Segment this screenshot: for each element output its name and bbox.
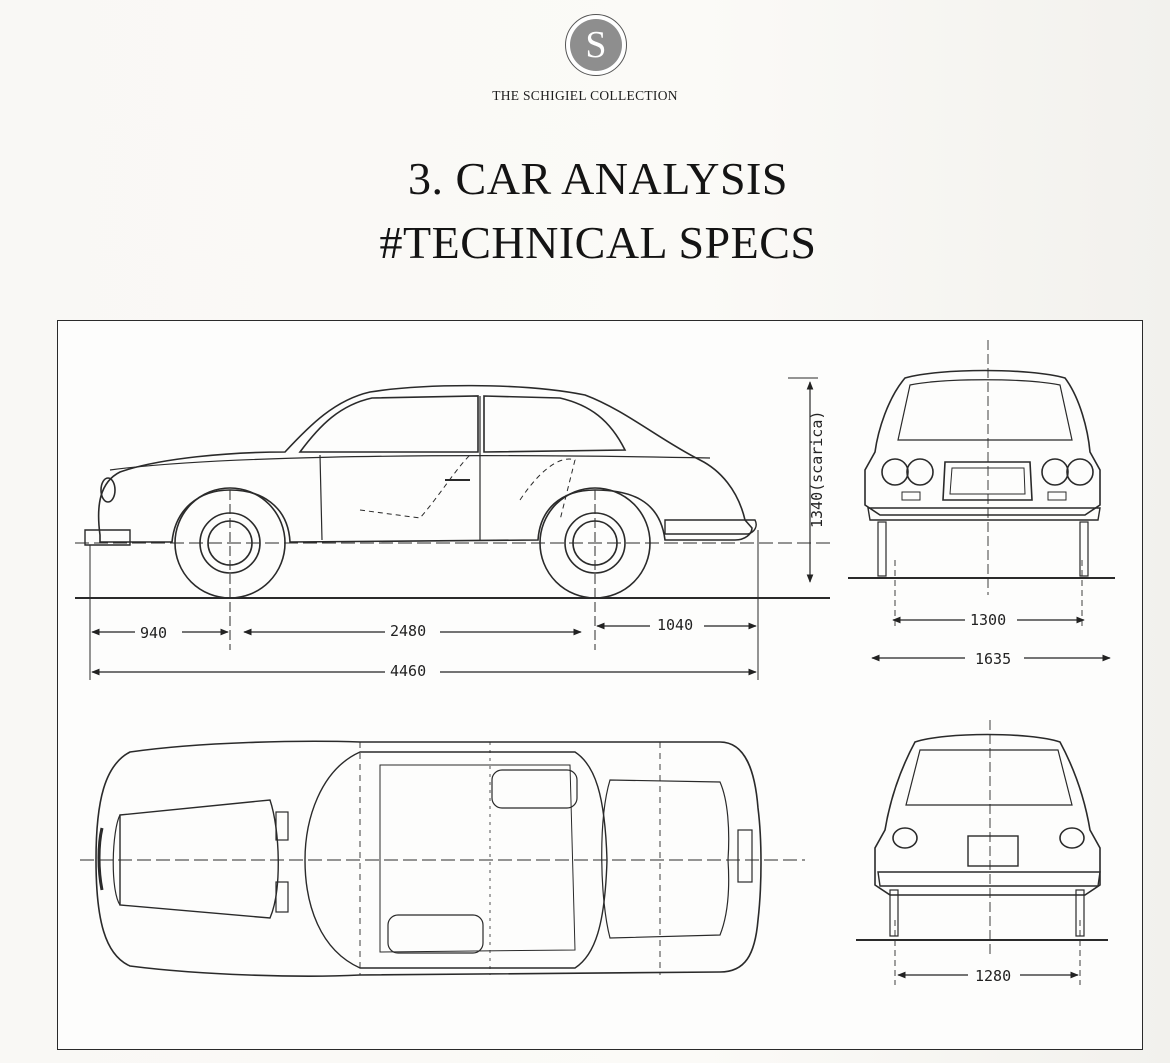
front-view bbox=[848, 340, 1115, 630]
collection-logo: S bbox=[565, 14, 627, 76]
height-dimension: 1340(scarica) bbox=[808, 411, 826, 528]
overall-width-dimension: 1635 bbox=[975, 650, 1011, 668]
front-overhang-dimension: 940 bbox=[140, 624, 167, 642]
logo-ring: S bbox=[565, 14, 627, 76]
section-subtitle: #TECHNICAL SPECS bbox=[379, 217, 817, 268]
rear-track-dimension: 1280 bbox=[975, 967, 1011, 985]
blueprint-frame bbox=[57, 320, 1143, 1050]
front-track-dimension: 1300 bbox=[970, 611, 1006, 629]
side-dimension-lines bbox=[91, 622, 757, 676]
brand-name: THE SCHIGIEL COLLECTION bbox=[492, 88, 678, 103]
logo-letter: S bbox=[570, 19, 622, 71]
wheelbase-dimension: 2480 bbox=[390, 622, 426, 640]
section-title: 3. CAR ANALYSIS bbox=[408, 153, 788, 204]
rear-view bbox=[856, 720, 1108, 985]
front-dimension-lines bbox=[871, 616, 1111, 662]
top-view bbox=[80, 740, 805, 977]
rear-overhang-dimension: 1040 bbox=[657, 616, 693, 634]
overall-length-dimension: 4460 bbox=[390, 662, 426, 680]
side-view bbox=[75, 377, 830, 680]
